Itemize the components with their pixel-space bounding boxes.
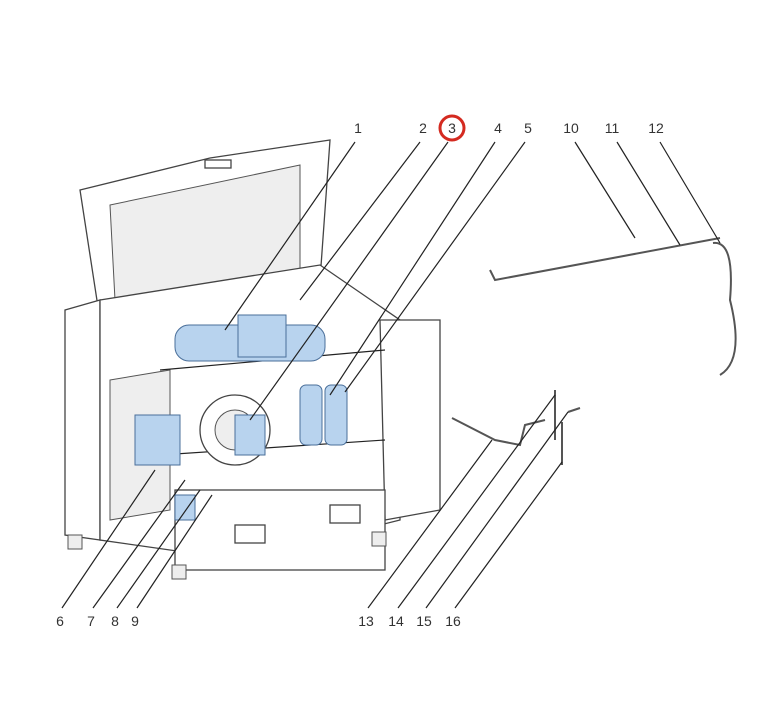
right-panel — [379, 319, 441, 521]
callout-6[interactable]: 6 — [56, 613, 64, 629]
filter-right — [324, 384, 348, 446]
callout-11[interactable]: 11 — [605, 120, 620, 136]
callout-14[interactable]: 14 — [388, 613, 404, 629]
pipe-15-16 — [561, 407, 581, 465]
callout-16[interactable]: 16 — [445, 613, 461, 629]
callout-12[interactable]: 12 — [648, 120, 664, 136]
callout-3[interactable]: 3 — [448, 120, 456, 136]
pipe-13 — [451, 417, 546, 447]
callout-8[interactable]: 8 — [111, 613, 119, 629]
callout-4[interactable]: 4 — [494, 120, 502, 136]
pipe-10-11 — [489, 237, 721, 282]
callout-5[interactable]: 5 — [524, 120, 532, 136]
leader-lines — [61, 141, 721, 609]
callout-9[interactable]: 9 — [131, 613, 139, 629]
filter-left — [299, 384, 323, 446]
pipe-12 — [712, 241, 737, 376]
callout-1[interactable]: 1 — [354, 120, 362, 136]
callout-7[interactable]: 7 — [87, 613, 95, 629]
highlight-circle — [438, 114, 466, 142]
base-frame — [174, 489, 386, 571]
callouts-bottom: 6 7 8 9 13 14 15 16 — [56, 613, 461, 629]
callout-10[interactable]: 10 — [563, 120, 579, 136]
motor-block — [134, 414, 181, 466]
callout-15[interactable]: 15 — [416, 613, 432, 629]
machine-drawing — [64, 139, 737, 580]
callouts-top: 1 2 3 4 5 10 11 12 — [354, 120, 664, 136]
callout-13[interactable]: 13 — [358, 613, 374, 629]
left-panel — [64, 299, 101, 541]
callout-2[interactable]: 2 — [419, 120, 427, 136]
